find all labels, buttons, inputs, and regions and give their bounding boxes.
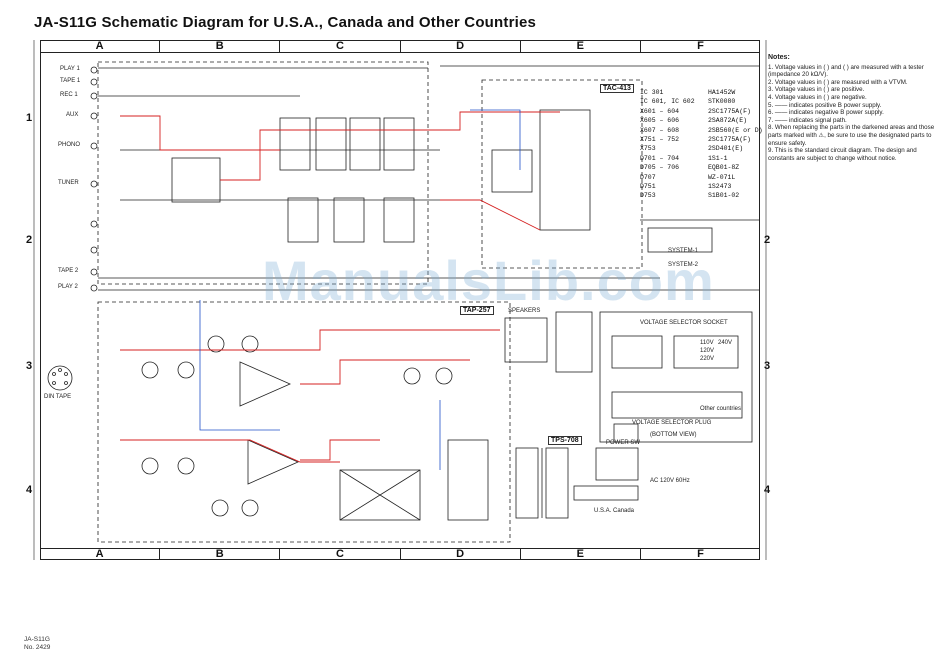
column-label: F (697, 548, 704, 560)
note-item: 2. Voltage values in ( ) are measured wi… (768, 78, 908, 86)
voltage-plug-label: VOLTAGE SELECTOR PLUG (632, 420, 712, 426)
board-label-tac: TAC-413 (600, 84, 634, 93)
note-item: 5. —— indicates positive B power supply. (768, 101, 882, 109)
row-label: 4 (26, 484, 33, 496)
power-sw-label: POWER SW (606, 440, 640, 446)
note-item: 8. When replacing the parts in the darke… (768, 124, 935, 147)
ac-label: AC 120V 60Hz (650, 478, 690, 484)
voltage-socket-label: VOLTAGE SELECTOR SOCKET (640, 320, 728, 326)
power-transformer (515, 447, 569, 519)
negative-supply (199, 109, 521, 470)
board-label-tap: TAP-257 (460, 306, 494, 315)
column-label: D (401, 40, 521, 52)
voltage-240: 240V (718, 340, 733, 346)
column-label: E (521, 40, 641, 52)
row-label: 3 (764, 360, 771, 372)
other-countries-label: Other countries (700, 406, 742, 412)
voltage-110: 110V (700, 340, 714, 346)
row-label: 1 (26, 112, 33, 124)
system2-label: SYSTEM-2 (668, 262, 699, 268)
input-label: TUNER (58, 180, 79, 186)
voltage-120: 120V (700, 348, 715, 354)
row-label: 3 (26, 360, 33, 372)
column-label: A (40, 548, 161, 560)
speaker-terminals (647, 227, 713, 253)
speaker-selector (555, 311, 593, 373)
note-item: 9. This is the standard circuit diagram.… (768, 147, 917, 162)
speaker-relay (504, 317, 548, 363)
transistors (141, 335, 453, 517)
input-label: PHONO (58, 142, 81, 148)
signal-path (120, 111, 560, 463)
notes-panel: Notes: 1. Voltage values in ( ) and ( ) … (768, 54, 940, 162)
note-item: 6. —— indicates negative B power supply. (768, 109, 884, 117)
din-label: DIN TAPE (44, 394, 72, 400)
usa-canada-label: U.S.A. Canada (594, 508, 635, 514)
power-amp-board-outline (97, 301, 511, 543)
note-item: 3. Voltage values in ( ) are positive. (768, 86, 865, 94)
tone-pots (279, 117, 415, 243)
footer-number: No. 2429 (24, 644, 51, 651)
column-labels-top: A B C D E F (40, 40, 760, 52)
footer: JA-S11G No. 2429 (24, 636, 50, 652)
row-label: 2 (26, 234, 33, 246)
ic-601 (239, 361, 291, 407)
din-connector (47, 365, 73, 391)
column-label: C (280, 40, 401, 52)
column-label: E (521, 548, 641, 560)
note-item: 4. Voltage values in ( ) are negative. (768, 93, 867, 101)
voltage-220: 220V (700, 356, 715, 362)
row-label: 2 (764, 234, 771, 246)
ic-301 (171, 157, 221, 203)
ic-602 (247, 439, 299, 485)
speakers-label: SPEAKERS (508, 308, 541, 314)
column-label: B (160, 40, 281, 52)
input-label: PLAY 1 (60, 66, 80, 72)
column-label: D (401, 548, 521, 560)
note-item: 1. Voltage values in ( ) and ( ) are mea… (768, 63, 924, 79)
preamp-board-outline (97, 61, 429, 285)
system1-label: SYSTEM-1 (668, 248, 699, 254)
row-label: 4 (764, 484, 771, 496)
power-switch (595, 447, 639, 481)
column-label: C (280, 548, 401, 560)
note-item: 7. —— indicates signal path. (768, 116, 847, 124)
page-title: JA-S11G Schematic Diagram for U.S.A., Ca… (34, 14, 537, 31)
input-label: TAPE 1 (60, 78, 81, 84)
input-label: TAPE 2 (58, 268, 79, 274)
column-labels-bottom: A B C D E F (40, 548, 760, 560)
bottom-view-label: (BOTTOM VIEW) (650, 432, 697, 438)
notes-heading: Notes: (768, 54, 790, 61)
input-jacks (90, 66, 98, 292)
frame-divider (40, 52, 760, 53)
board-label-tps: TPS-708 (548, 436, 582, 445)
input-label: REC 1 (60, 92, 78, 98)
column-label: B (160, 548, 281, 560)
input-label: PLAY 2 (58, 284, 78, 290)
footer-model: JA-S11G (24, 636, 50, 643)
voltage-selector-outline (599, 311, 753, 443)
column-label: A (40, 40, 161, 52)
column-label: F (697, 40, 704, 52)
power-supply (339, 439, 489, 521)
input-label: AUX (66, 112, 79, 118)
tac-board-outline (481, 79, 643, 269)
frame-divider (40, 548, 760, 549)
